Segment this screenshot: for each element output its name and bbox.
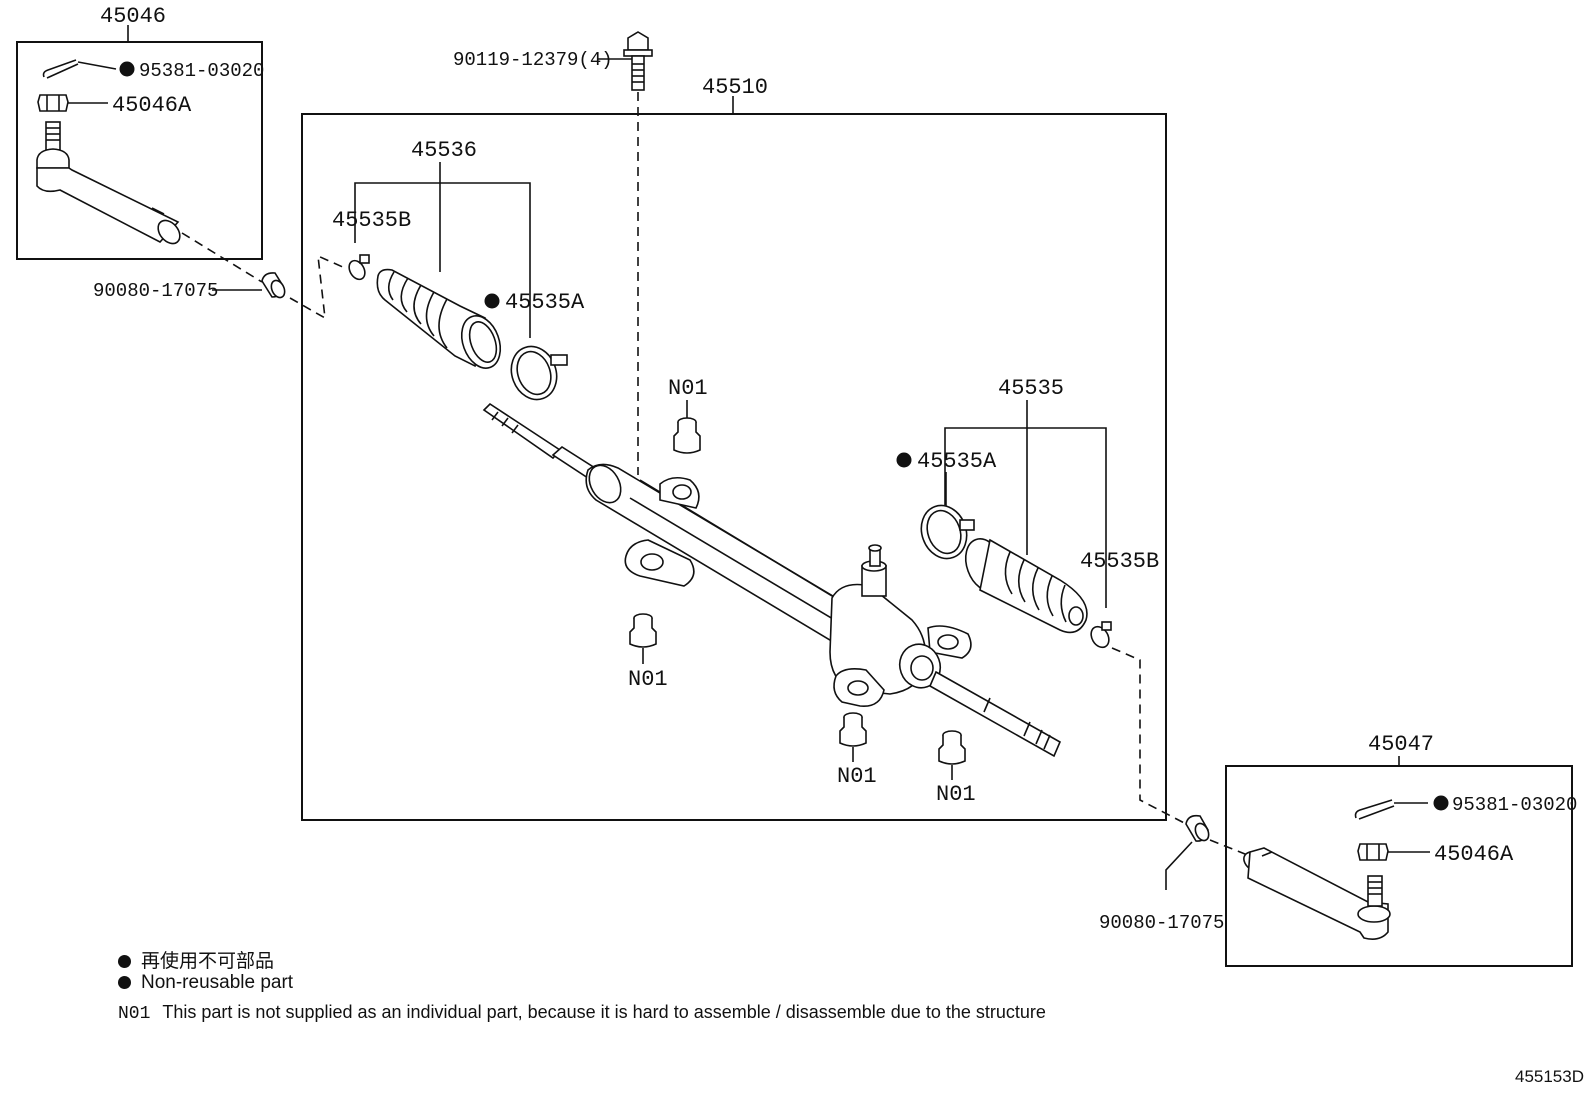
legend-n01-text: This part is not supplied as an individu… xyxy=(162,1002,1046,1022)
boot-right-group: 90080-17075 xyxy=(1099,814,1251,934)
label-bushing-2[interactable]: N01 xyxy=(628,667,668,692)
clip-right-drawing xyxy=(1090,621,1112,649)
diagram-reference-code: 455153D xyxy=(1514,1067,1584,1086)
legend-n01: N01 This part is not supplied as an indiv… xyxy=(118,1002,1046,1024)
label-bushing-4[interactable]: N01 xyxy=(936,782,976,807)
label-clamp-left[interactable]: 45535A xyxy=(505,290,585,315)
legend-non-reusable-en-text: Non-reusable part xyxy=(141,972,294,993)
boot-kit-right-bracket: 45535 xyxy=(944,376,1107,608)
tie-rod-end-right-group: 45047 95381-03020 45046A xyxy=(1225,732,1577,967)
label-clip-right[interactable]: 45535B xyxy=(1080,549,1159,574)
label-boot-kit-left[interactable]: 45536 xyxy=(411,138,477,163)
label-bushing-3[interactable]: N01 xyxy=(837,764,877,789)
bushing-3: N01 xyxy=(837,712,877,789)
label-clip-left[interactable]: 45535B xyxy=(332,208,411,233)
label-tie-rod-end-left[interactable]: 45046 xyxy=(100,4,166,29)
bushing-4: N01 xyxy=(936,730,976,807)
label-bushing-1[interactable]: N01 xyxy=(668,376,708,401)
non-reusable-marker xyxy=(118,976,131,989)
legend-n01-code: N01 xyxy=(118,1004,151,1024)
label-clamp-right[interactable]: 45535A xyxy=(917,449,997,474)
rack-assembly-group: 45510 45536 45535B 45535A xyxy=(301,75,1191,827)
label-cotter-pin-left[interactable]: 95381-03020 xyxy=(139,60,264,82)
clamp-left-drawing xyxy=(510,345,568,401)
tie-rod-end-right-drawing xyxy=(1243,847,1391,940)
label-boot-kit-right[interactable]: 45535 xyxy=(998,376,1064,401)
non-reusable-marker xyxy=(1433,795,1449,811)
steering-rack-drawing xyxy=(482,402,1062,758)
label-boot-right[interactable]: 90080-17075 xyxy=(1099,912,1224,934)
tie-rod-end-left-frame xyxy=(16,41,263,260)
non-reusable-marker xyxy=(896,452,912,468)
legend-non-reusable-en: Non-reusable part xyxy=(118,972,293,994)
label-nut-left[interactable]: 45046A xyxy=(112,93,192,118)
tie-rod-end-left-group: 45046 95381-03020 45046A xyxy=(16,4,264,260)
bushing-2: N01 xyxy=(628,613,668,692)
non-reusable-marker xyxy=(119,61,135,77)
label-rack-assembly[interactable]: 45510 xyxy=(702,75,768,100)
bellows-boot-left-drawing xyxy=(376,268,502,369)
rack-assembly-frame xyxy=(301,113,1167,821)
legend-non-reusable-jp-text: 再使用不可部品 xyxy=(141,951,275,972)
clip-left-drawing xyxy=(348,254,370,281)
label-nut-right[interactable]: 45046A xyxy=(1434,842,1514,867)
bolt-group: 90119-12379(4) xyxy=(453,31,653,475)
bellows-boot-right-drawing xyxy=(964,538,1088,634)
label-cotter-pin-right[interactable]: 95381-03020 xyxy=(1452,794,1577,816)
non-reusable-marker xyxy=(118,955,131,968)
label-tie-rod-end-right[interactable]: 45047 xyxy=(1368,732,1434,757)
legend-non-reusable-jp: 再使用不可部品 xyxy=(118,946,274,973)
cotter-pin-right-drawing xyxy=(1354,799,1428,820)
cotter-pin-left-drawing xyxy=(42,59,117,79)
tie-rod-end-left-drawing xyxy=(36,121,181,245)
label-bolt[interactable]: 90119-12379(4) xyxy=(453,49,613,71)
boot-kit-left-bracket: 45536 xyxy=(354,138,531,338)
nut-left-drawing xyxy=(37,94,108,112)
boot-left-group: 90080-17075 xyxy=(93,232,346,320)
bushing-1: N01 xyxy=(668,376,708,454)
non-reusable-marker xyxy=(484,293,500,309)
label-boot-left[interactable]: 90080-17075 xyxy=(93,280,218,302)
nut-right-drawing xyxy=(1357,843,1430,861)
clamp-right-drawing xyxy=(920,504,975,560)
